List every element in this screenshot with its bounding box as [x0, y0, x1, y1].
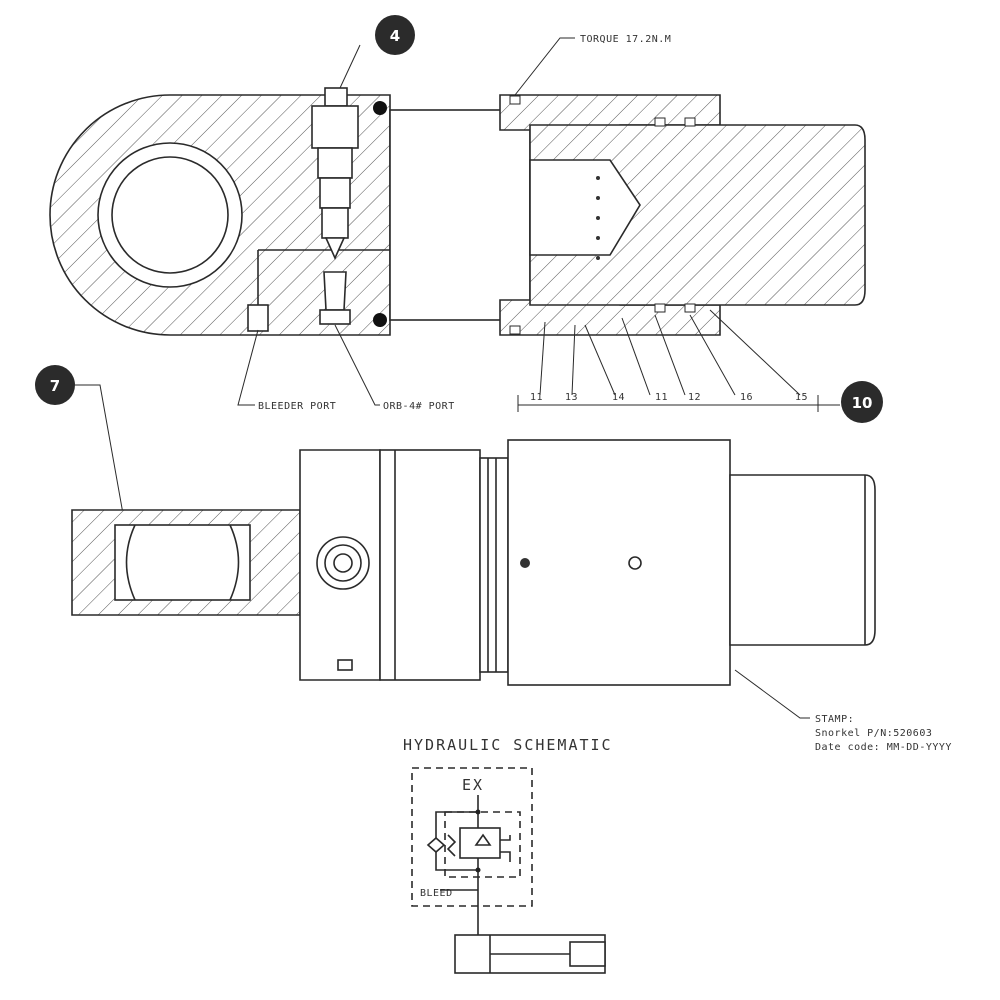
section-view	[49, 87, 866, 336]
bottom-plug	[337, 659, 353, 671]
schematic-inner-box	[444, 811, 521, 878]
collar-step	[479, 457, 509, 673]
svg-text:10: 10	[852, 394, 873, 412]
part-number: 11	[530, 392, 543, 403]
callout-10: 10	[841, 381, 883, 423]
part-number-row: 11 13 14 11 12 16 15	[530, 392, 808, 403]
housing-screw-dot	[520, 558, 530, 568]
bleeder-plug	[247, 304, 269, 332]
barrel-bore	[389, 109, 531, 321]
check-line-top	[435, 811, 478, 838]
bleeder-port-label: BLEEDER PORT	[258, 401, 336, 412]
cylinder-rod-end	[569, 941, 606, 967]
pin-right-curve	[229, 524, 240, 601]
valve-cartridge	[311, 87, 359, 325]
schematic-ex-label: EX	[462, 776, 484, 794]
pin-left-curve	[125, 524, 136, 601]
leaders-top	[237, 37, 840, 412]
schematic-bleed-label: BLEED	[420, 888, 453, 899]
seal-grooves	[509, 95, 696, 335]
part-number: 14	[612, 392, 625, 403]
o-ring-bottom	[373, 313, 387, 327]
hydraulic-schematic: HYDRAULIC SCHEMATIC EX BLEED	[403, 736, 613, 974]
eye-bore-outer	[97, 142, 243, 288]
rod-extension	[729, 474, 876, 646]
valve-drain	[500, 851, 511, 862]
rod-end-bore	[529, 159, 641, 256]
stamp-label: STAMP:	[815, 714, 854, 725]
part-number: 13	[565, 392, 578, 403]
part-number: 12	[688, 392, 701, 403]
svg-text:7: 7	[50, 377, 60, 395]
bore-dots	[596, 176, 600, 260]
valve-arrow	[474, 833, 492, 846]
callout-7-leader	[75, 384, 126, 526]
part-number: 16	[740, 392, 753, 403]
housing-hole	[628, 556, 642, 570]
cartridge-head-inner	[324, 544, 362, 582]
clevis-pin	[114, 524, 251, 601]
junction-bottom	[475, 867, 481, 873]
valve-pilot	[500, 835, 511, 841]
part-number: 15	[795, 392, 808, 403]
stamp-part-number: Snorkel P/N:520603	[815, 728, 932, 739]
schematic-outer-box	[411, 767, 533, 907]
schematic-title: HYDRAULIC SCHEMATIC	[403, 736, 613, 754]
barrel-collar	[379, 449, 481, 681]
eye-bore-inner	[111, 156, 229, 274]
valve-spring	[446, 834, 457, 857]
svg-text:4: 4	[390, 27, 400, 45]
part-number: 11	[655, 392, 668, 403]
check-line-bottom	[435, 852, 478, 871]
valve-symbol	[459, 827, 501, 859]
barrel-housing	[507, 439, 731, 686]
stamp-date-code: Date code: MM-DD-YYYY	[815, 742, 952, 753]
torque-label: TORQUE 17.2N.M	[580, 34, 671, 45]
junction-top	[475, 809, 481, 815]
callout-7: 7	[35, 365, 75, 405]
exterior-view	[71, 439, 876, 686]
orb-port-label: ORB-4# PORT	[383, 401, 455, 412]
stamp-leader	[734, 669, 810, 719]
check-valve	[426, 836, 446, 854]
callout-4: 4	[375, 15, 415, 55]
o-ring-top	[373, 101, 387, 115]
cartridge-head-core	[333, 553, 353, 573]
